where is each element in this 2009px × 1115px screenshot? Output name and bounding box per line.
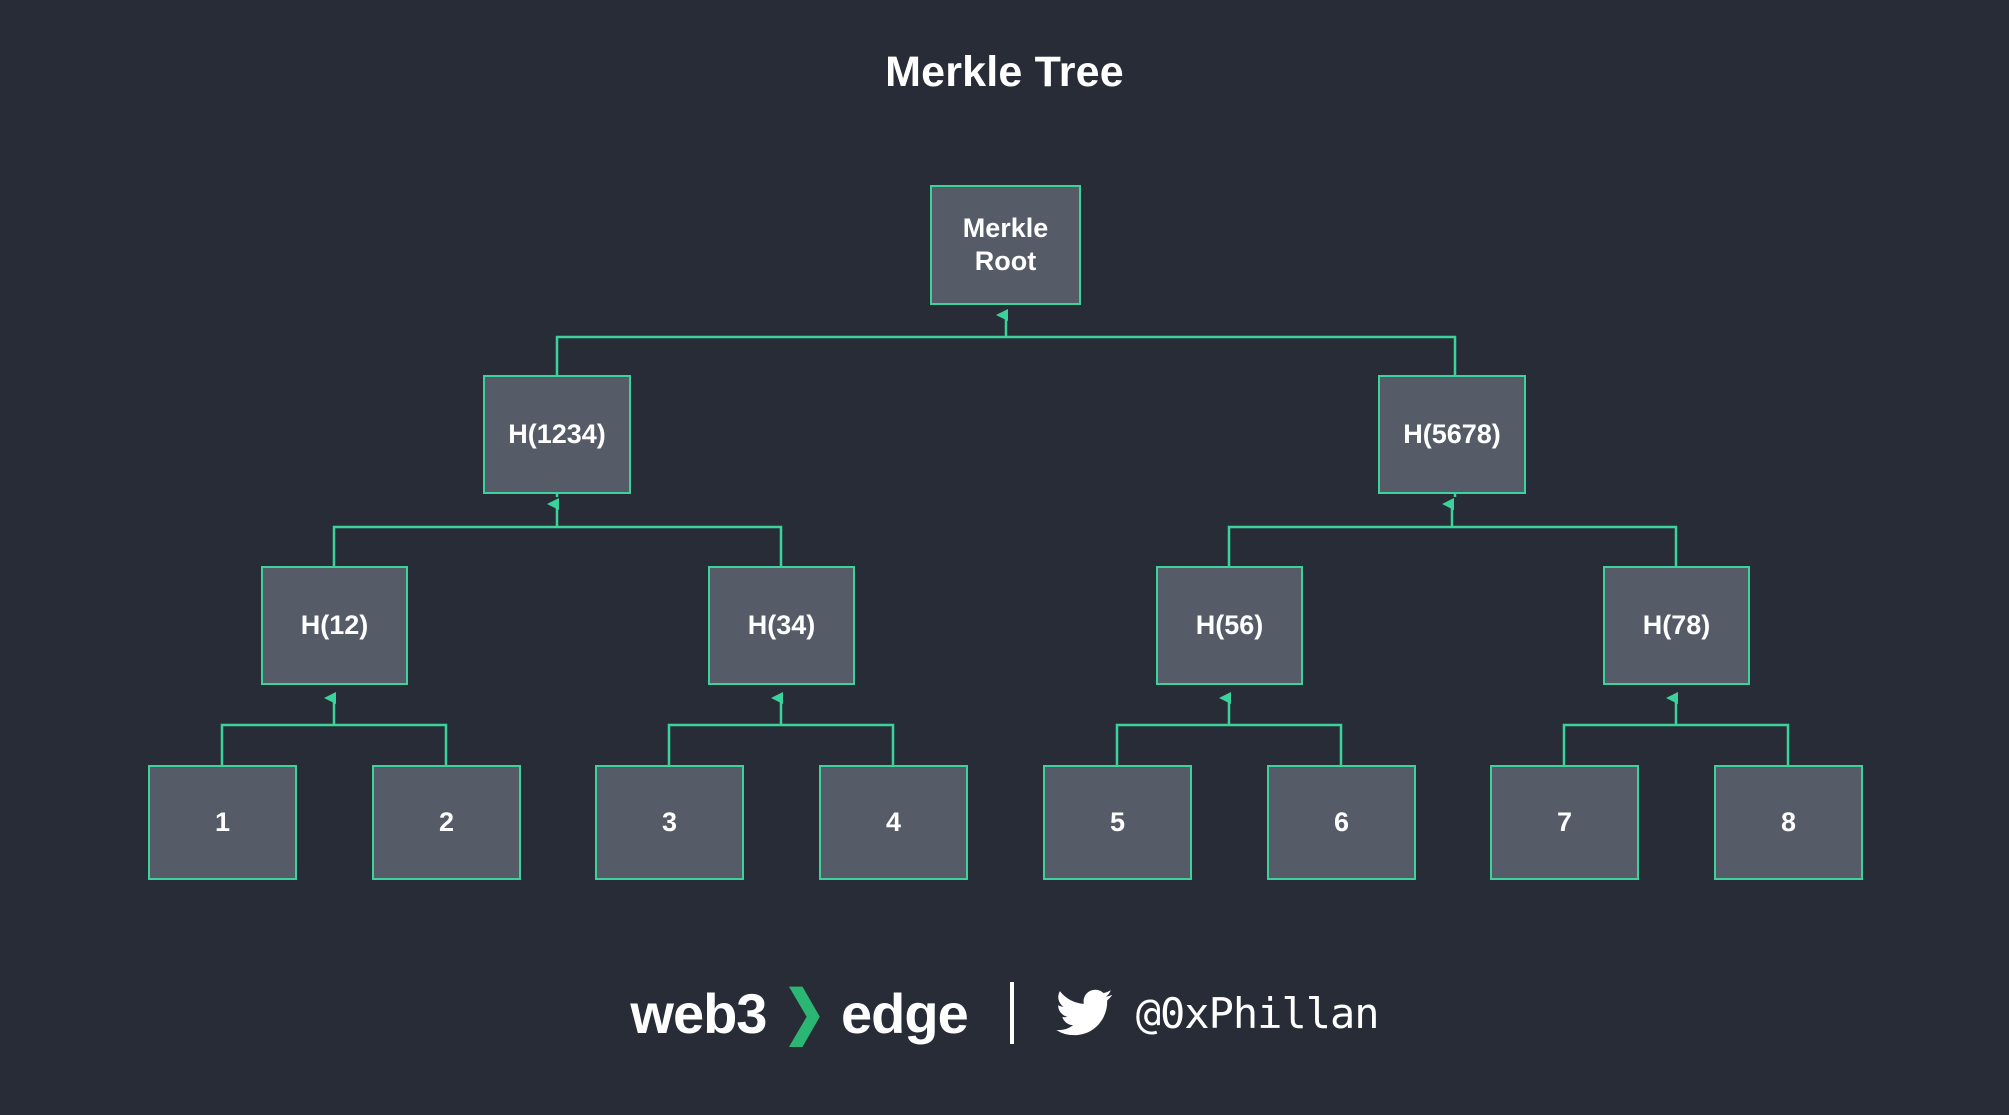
- node-label-line1: Merkle: [962, 213, 1049, 244]
- node-h1234[interactable]: H(1234): [483, 375, 631, 494]
- node-leaf-6[interactable]: 6: [1267, 765, 1416, 880]
- node-h12[interactable]: H(12): [261, 566, 408, 685]
- node-h5678[interactable]: H(5678): [1378, 375, 1526, 494]
- node-leaf-4[interactable]: 4: [819, 765, 968, 880]
- twitter-handle-group[interactable]: @0xPhillan: [1055, 988, 1380, 1038]
- node-leaf-1[interactable]: 1: [148, 765, 297, 880]
- node-merkle-root[interactable]: Merkle Root: [930, 185, 1081, 305]
- node-label-line2: Root: [974, 246, 1037, 276]
- node-label: 1: [214, 807, 231, 838]
- node-label: H(5678): [1403, 419, 1501, 450]
- node-label: 7: [1556, 807, 1573, 838]
- connector-h5678-bracket: [1227, 525, 1678, 566]
- node-leaf-5[interactable]: 5: [1043, 765, 1192, 880]
- node-label: H(1234): [508, 419, 606, 450]
- chevron-right-icon: ❯: [782, 980, 826, 1046]
- node-leaf-8[interactable]: 8: [1714, 765, 1863, 880]
- node-label: H(12): [300, 610, 369, 641]
- node-leaf-2[interactable]: 2: [372, 765, 521, 880]
- connector-h1234-bracket: [332, 525, 783, 566]
- node-label: 4: [885, 807, 902, 838]
- node-label: 8: [1780, 807, 1797, 838]
- logo-word-edge: edge: [841, 981, 969, 1045]
- node-label: 2: [438, 807, 455, 838]
- connector-h34-bracket: [667, 723, 895, 765]
- connector-h78-bracket: [1562, 723, 1790, 765]
- node-label: H(56): [1195, 610, 1264, 641]
- connector-root-bracket: [555, 335, 1457, 497]
- node-label: 3: [661, 807, 678, 838]
- node-label: 6: [1333, 807, 1350, 838]
- logo-word-web3: web3: [630, 981, 767, 1045]
- node-label: H(78): [1642, 610, 1711, 641]
- node-label: 5: [1109, 807, 1126, 838]
- node-h56[interactable]: H(56): [1156, 566, 1303, 685]
- twitter-handle-text: @0xPhillan: [1135, 988, 1380, 1038]
- twitter-bird-icon: [1055, 989, 1113, 1036]
- node-leaf-7[interactable]: 7: [1490, 765, 1639, 880]
- node-label: Merkle Root: [963, 212, 1049, 278]
- node-label: H(34): [747, 610, 816, 641]
- footer-divider: [1009, 982, 1014, 1044]
- page-title: Merkle Tree: [885, 48, 1124, 96]
- node-leaf-3[interactable]: 3: [595, 765, 744, 880]
- node-h78[interactable]: H(78): [1603, 566, 1750, 685]
- web3edge-logo[interactable]: web3 ❯ edge: [630, 980, 969, 1046]
- footer-branding: web3 ❯ edge @0xPhillan: [0, 968, 2009, 1058]
- node-h34[interactable]: H(34): [708, 566, 855, 685]
- connector-h12-bracket: [220, 723, 448, 765]
- connector-h56-bracket: [1115, 723, 1343, 765]
